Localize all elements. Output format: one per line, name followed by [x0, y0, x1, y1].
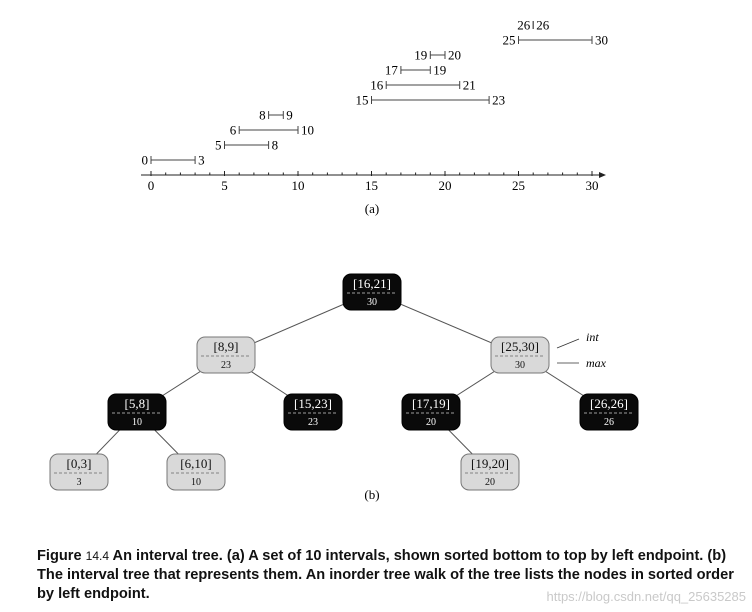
node-box	[342, 273, 402, 311]
tree-node: [17,19] 20	[401, 393, 461, 431]
interval-low-label: 8	[259, 108, 266, 123]
interval-row: 25 30	[503, 33, 609, 48]
node-max: 20	[485, 477, 495, 488]
interval-low-label: 16	[370, 78, 384, 93]
max-field-label: max	[586, 356, 607, 370]
node-interval: [19,20]	[471, 456, 509, 471]
figure-caption: Figure 14.4 An interval tree. (a) A set …	[37, 547, 737, 604]
part-a-label: (a)	[365, 201, 379, 216]
axis-tick-label: 0	[148, 178, 155, 193]
node-interval: [0,3]	[67, 456, 92, 471]
interval-high-label: 10	[301, 123, 314, 138]
interval-high-label: 3	[198, 153, 205, 168]
axis-tick-label: 25	[512, 178, 525, 193]
node-max: 10	[191, 477, 201, 488]
node-max: 3	[77, 477, 82, 488]
tree-node: [16,21] 30	[342, 273, 402, 311]
interval-high-label: 26	[536, 18, 550, 33]
node-interval: [26,26]	[590, 396, 628, 411]
tree-node: [25,30] 30	[490, 336, 550, 374]
axis-tick-label: 20	[439, 178, 452, 193]
node-max: 20	[426, 417, 436, 428]
node-interval: [6,10]	[180, 456, 211, 471]
axis-tick-label: 30	[586, 178, 599, 193]
node-max: 23	[308, 417, 318, 428]
node-interval: [25,30]	[501, 339, 539, 354]
node-max: 30	[367, 297, 377, 308]
node-interval: [17,19]	[412, 396, 450, 411]
node-box	[166, 453, 226, 491]
tree-edges	[78, 291, 610, 473]
interval-high-label: 8	[272, 138, 279, 153]
node-max: 23	[221, 360, 231, 371]
node-box	[283, 393, 343, 431]
interval-row: 26 26	[517, 18, 550, 33]
node-box	[490, 336, 550, 374]
node-box	[196, 336, 256, 374]
part-b-label: (b)	[364, 487, 379, 502]
interval-high-label: 23	[492, 93, 505, 108]
axis-tick-label: 10	[292, 178, 305, 193]
caption-text: An interval tree. (a) A set of 10 interv…	[37, 548, 734, 602]
node-max: 30	[515, 360, 525, 371]
node-interval: [16,21]	[353, 276, 391, 291]
node-box	[49, 453, 109, 491]
interval-high-label: 19	[433, 63, 446, 78]
interval-tree-diagram: [16,21] 30 [8,9] 23 [25,30] 30 [5,8] 10 [15,23] 2…	[49, 273, 639, 491]
node-box	[579, 393, 639, 431]
node-box	[460, 453, 520, 491]
node-interval: [8,9]	[214, 339, 239, 354]
node-box	[401, 393, 461, 431]
tree-node: [5,8] 10	[107, 393, 167, 431]
interval-high-label: 20	[448, 48, 461, 63]
interval-low-label: 17	[385, 63, 399, 78]
interval-low-label: 5	[215, 138, 222, 153]
axis-tick-label: 5	[221, 178, 228, 193]
node-box	[107, 393, 167, 431]
node-max: 26	[604, 417, 614, 428]
interval-low-label: 25	[503, 33, 516, 48]
interval-low-label: 15	[356, 93, 369, 108]
interval-row: 6 10	[230, 123, 314, 138]
interval-low-label: 26	[517, 18, 531, 33]
interval-low-label: 0	[142, 153, 149, 168]
axis-tick-label: 15	[365, 178, 378, 193]
int-pointer	[556, 338, 580, 349]
caption-figure-word: Figure	[37, 548, 82, 564]
node-max: 10	[132, 417, 142, 428]
tree-node: [8,9] 23	[196, 336, 256, 374]
interval-high-label: 30	[595, 33, 608, 48]
caption-figure-number: 14.4	[85, 549, 110, 563]
watermark: https://blog.csdn.net/qq_25635285	[546, 589, 747, 604]
axis-arrowhead	[599, 172, 606, 178]
interval-high-label: 21	[463, 78, 476, 93]
tree-node: [0,3] 3	[49, 453, 109, 491]
tree-node: [6,10] 10	[166, 453, 226, 491]
node-interval: [5,8]	[125, 396, 150, 411]
tree-node: [26,26] 26	[579, 393, 639, 431]
field-annotations: int max	[556, 330, 607, 370]
interval-low-label: 6	[230, 123, 237, 138]
interval-high-label: 9	[286, 108, 293, 123]
node-interval: [15,23]	[294, 396, 332, 411]
int-field-label: int	[586, 330, 599, 344]
interval-low-label: 19	[414, 48, 427, 63]
tree-node: [15,23] 23	[283, 393, 343, 431]
tree-node: [19,20] 20	[460, 453, 520, 491]
